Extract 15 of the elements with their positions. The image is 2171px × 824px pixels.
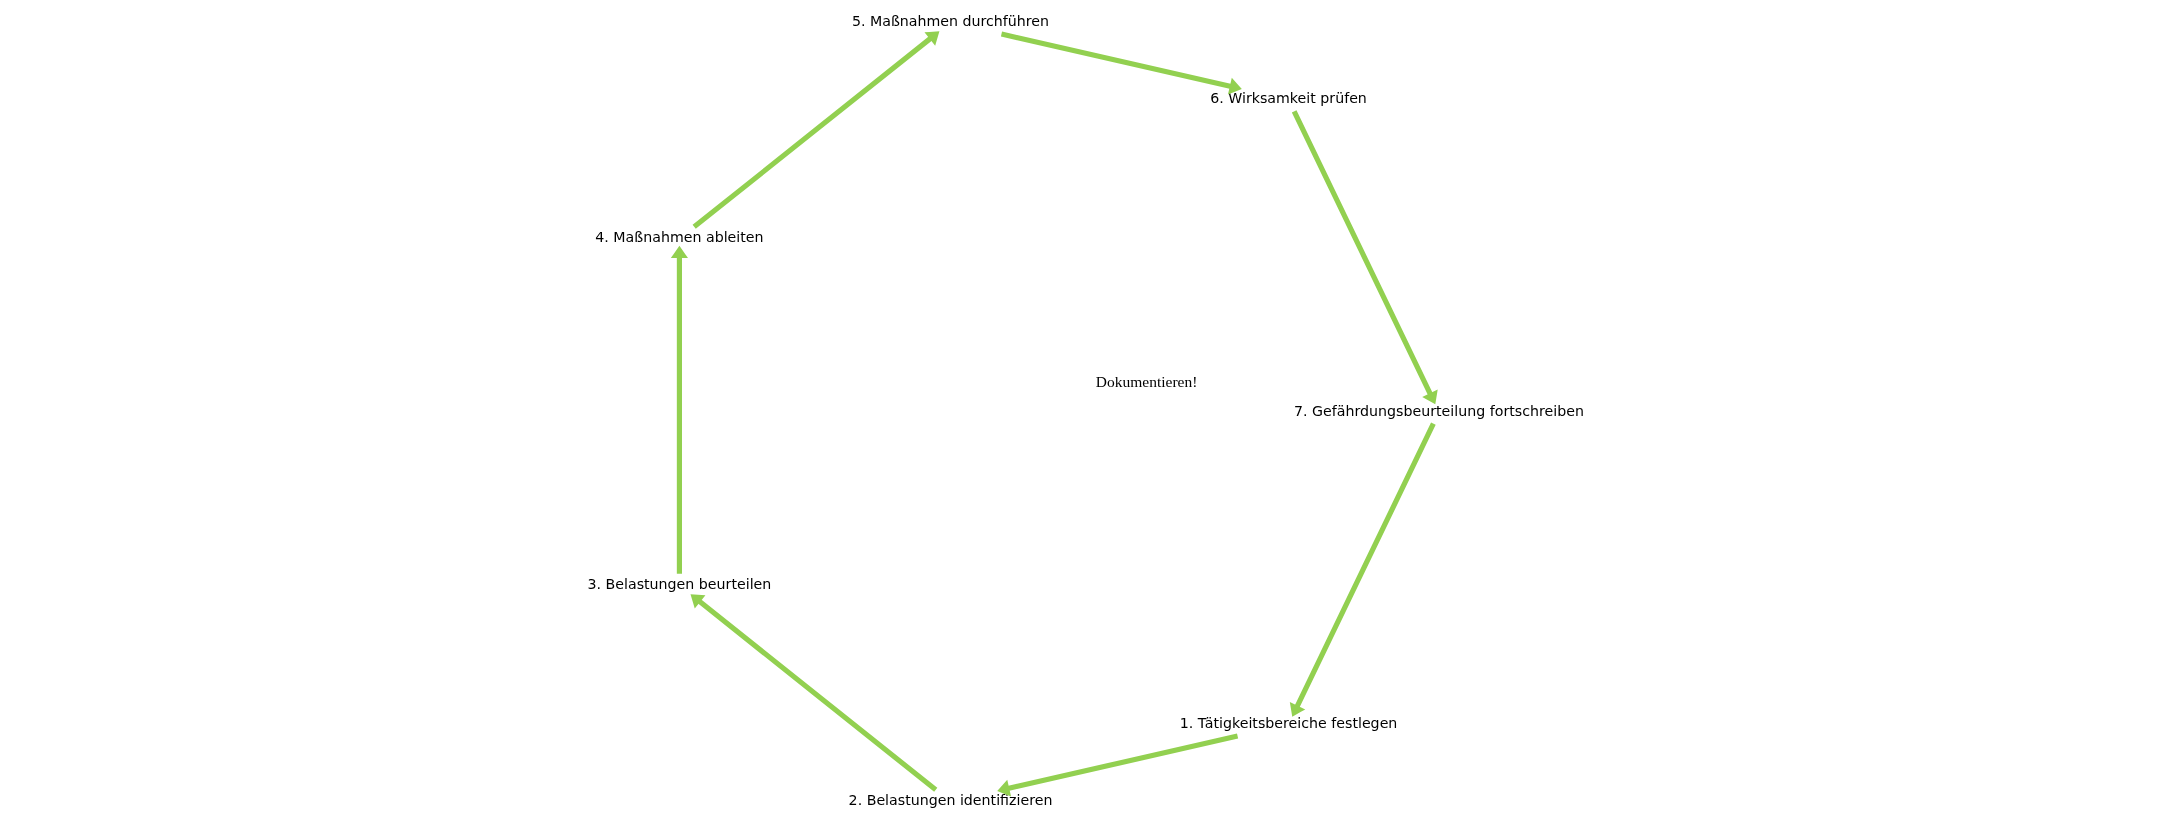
arrow — [670, 245, 688, 574]
arrow — [1291, 110, 1438, 405]
node-text: 7. Gefährdungsbeurteilung fortschreiben — [1293, 402, 1584, 419]
node-text: 5. Maßnahmen durchführen — [851, 13, 1049, 30]
arrow — [1289, 422, 1436, 717]
node-text: 3. Belastungen beurteilen — [587, 575, 771, 592]
node-text: 1. Tätigkeitsbereiche festlegen — [1179, 715, 1397, 732]
arrow — [1000, 31, 1242, 95]
label: Dokumentieren! — [1095, 372, 1197, 390]
node-text: 4. Maßnahmen ableiten — [594, 229, 764, 246]
arrow — [692, 31, 939, 229]
arrow — [996, 733, 1238, 797]
node-text: 2. Belastungen identifizieren — [848, 792, 1052, 809]
arrow — [690, 594, 937, 792]
node-text: 6. Wirksamkeit prüfen — [1209, 90, 1367, 107]
